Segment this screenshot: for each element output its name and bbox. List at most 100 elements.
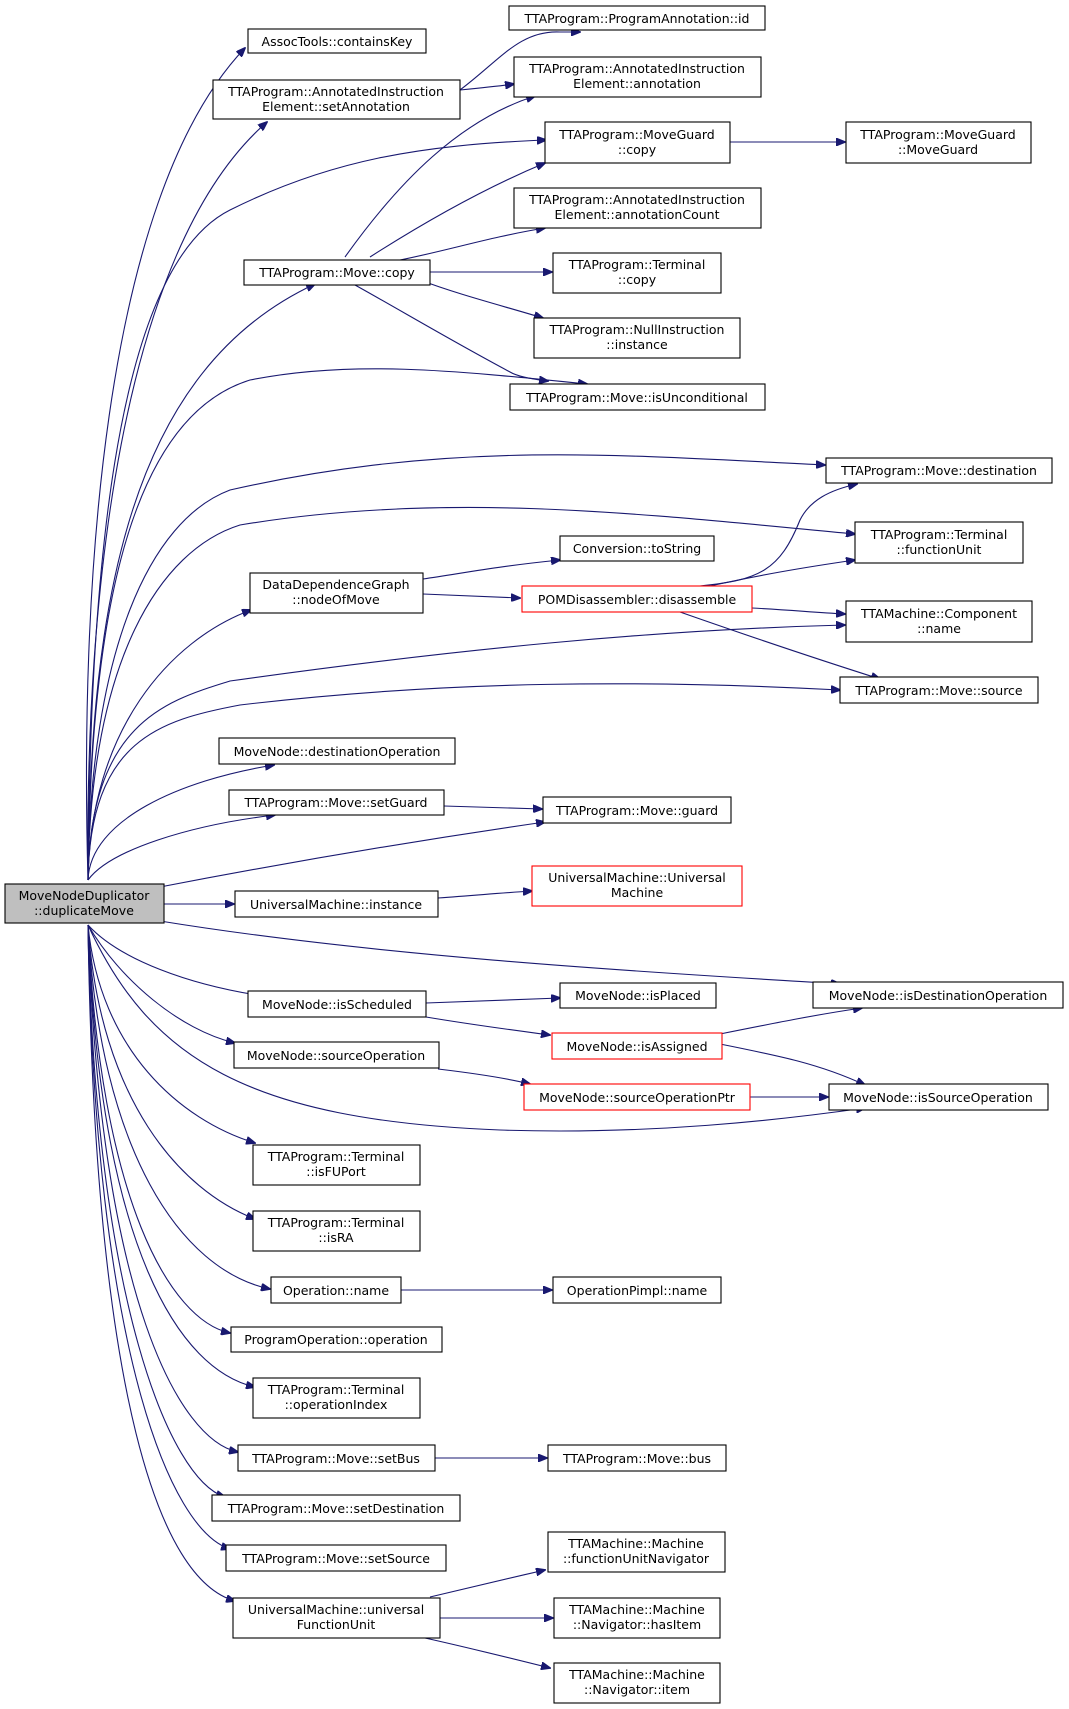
node-navItem-line2: ::Navigator::item (584, 1682, 690, 1697)
node-annotation-line1: TTAProgram::AnnotatedInstruction (528, 61, 745, 76)
edge-isScheduled-isAssigned (425, 1016, 550, 1035)
edge-root-isScheduled (87, 924, 263, 996)
node-setDestination[interactable]: TTAProgram::Move::setDestination (211, 1494, 461, 1522)
node-isScheduled[interactable]: MoveNode::isScheduled (247, 990, 427, 1018)
edge-disassemble-destination (699, 484, 857, 587)
node-fuNavigator[interactable]: TTAMachine::Machine ::functionUnitNaviga… (547, 1531, 726, 1573)
edge-nodeOfMove-disassemble (422, 593, 520, 598)
edge-root-isUnconditional (87, 368, 587, 881)
node-disassemble[interactable]: POMDisassembler::disassemble (521, 585, 753, 613)
node-isFUPort[interactable]: TTAProgram::Terminal ::isFUPort (252, 1144, 421, 1186)
node-hasItem-line1: TTAMachine::Machine (568, 1602, 705, 1617)
edge-root-isFUPort (87, 924, 255, 1143)
edge-root-setDestination (87, 924, 225, 1497)
edge-disassemble-functionUnit (704, 560, 855, 588)
edge-root-setAnnotation (87, 122, 267, 881)
edge-root-sourceOp (87, 924, 235, 1043)
node-opName[interactable]: Operation::name (270, 1276, 402, 1304)
node-toString-label: Conversion::toString (573, 541, 701, 556)
node-destOp[interactable]: MoveNode::destinationOperation (218, 737, 456, 765)
edge-moveCopy-nullInstr (419, 279, 543, 318)
node-terminalCopy-line1: TTAProgram::Terminal (568, 257, 706, 272)
edge-sourceOp-sourceOpPtr (437, 1068, 530, 1084)
node-setBus-label: TTAProgram::Move::setBus (251, 1451, 420, 1466)
node-destination[interactable]: TTAProgram::Move::destination (825, 457, 1053, 484)
edge-root-setBus (87, 924, 238, 1452)
node-isRA[interactable]: TTAProgram::Terminal ::isRA (252, 1210, 421, 1252)
node-functionUnit[interactable]: TTAProgram::Terminal ::functionUnit (854, 521, 1024, 564)
node-root-duplicateMove[interactable]: MoveNodeDuplicator ::duplicateMove (4, 883, 165, 924)
node-annotationCount[interactable]: TTAProgram::AnnotatedInstruction Element… (513, 187, 762, 229)
node-pimplName[interactable]: OperationPimpl::name (552, 1276, 722, 1304)
node-isDestOp[interactable]: MoveNode::isDestinationOperation (812, 981, 1064, 1009)
node-setGuard[interactable]: TTAProgram::Move::setGuard (228, 789, 445, 816)
node-moveCopy[interactable]: TTAProgram::Move::copy (243, 259, 431, 286)
node-source[interactable]: TTAProgram::Move::source (839, 676, 1039, 704)
node-umCtor[interactable]: UniversalMachine::Universal Machine (531, 865, 743, 907)
node-bus[interactable]: TTAProgram::Move::bus (547, 1444, 727, 1472)
node-navItem[interactable]: TTAMachine::Machine ::Navigator::item (553, 1662, 721, 1704)
node-annId[interactable]: TTAProgram::ProgramAnnotation::id (508, 5, 766, 31)
node-componentName-line1: TTAMachine::Component (860, 606, 1017, 621)
node-isFUPort-line1: TTAProgram::Terminal (267, 1149, 405, 1164)
node-setSource[interactable]: TTAProgram::Move::setSource (225, 1544, 447, 1572)
edge-isAssigned-isDestOp (719, 1008, 862, 1035)
node-isDestOp-label: MoveNode::isDestinationOperation (829, 988, 1048, 1003)
node-nullInstr[interactable]: TTAProgram::NullInstruction ::instance (533, 317, 741, 359)
node-isUnconditional[interactable]: TTAProgram::Move::isUnconditional (509, 383, 766, 411)
edge-isScheduled-isPlaced (425, 998, 560, 1004)
node-isSourceOp[interactable]: MoveNode::isSourceOperation (828, 1083, 1049, 1111)
node-setBus[interactable]: TTAProgram::Move::setBus (237, 1444, 436, 1472)
node-universalFU[interactable]: UniversalMachine::universal FunctionUnit (232, 1597, 441, 1639)
node-nullInstr-line1: TTAProgram::NullInstruction (549, 322, 725, 337)
node-isUnconditional-label: TTAProgram::Move::isUnconditional (525, 390, 748, 405)
node-functionUnit-line2: ::functionUnit (897, 542, 982, 557)
node-componentName-line2: ::name (917, 621, 961, 636)
node-setAnnotation[interactable]: TTAProgram::AnnotatedInstruction Element… (212, 79, 461, 120)
node-isAssigned-label: MoveNode::isAssigned (566, 1039, 707, 1054)
node-annotation[interactable]: TTAProgram::AnnotatedInstruction Element… (513, 56, 762, 98)
node-setAnnotation-line2: Element::setAnnotation (262, 99, 410, 114)
node-setAnnotation-line1: TTAProgram::AnnotatedInstruction (227, 84, 444, 99)
node-isPlaced[interactable]: MoveNode::isPlaced (559, 982, 717, 1009)
node-sourceOpPtr[interactable]: MoveNode::sourceOperationPtr (523, 1083, 751, 1111)
node-guardCopy[interactable]: TTAProgram::MoveGuard ::copy (544, 121, 731, 164)
edge-root-containsKey (85, 48, 245, 881)
node-moveGuardCtor[interactable]: TTAProgram::MoveGuard ::MoveGuard (845, 121, 1032, 164)
node-setDestination-label: TTAProgram::Move::setDestination (227, 1501, 445, 1516)
node-progOp[interactable]: ProgramOperation::operation (230, 1326, 443, 1353)
node-root-line2: ::duplicateMove (34, 903, 134, 918)
node-nodeOfMove-line1: DataDependenceGraph (262, 577, 409, 592)
node-componentName[interactable]: TTAMachine::Component ::name (845, 600, 1033, 643)
edge-root-source (87, 683, 840, 881)
node-functionUnit-line1: TTAProgram::Terminal (870, 527, 1008, 542)
node-terminalCopy-line2: ::copy (618, 272, 657, 287)
node-isAssigned[interactable]: MoveNode::isAssigned (551, 1032, 723, 1060)
node-moveCopy-label: TTAProgram::Move::copy (258, 265, 415, 280)
node-containsKey[interactable]: AssocTools::containsKey (247, 28, 427, 54)
edge-setAnnotation-annotation (459, 84, 514, 91)
node-opIndex-line2: ::operationIndex (285, 1397, 388, 1412)
edge-root-isDestOp (159, 920, 840, 984)
node-umInstance[interactable]: UniversalMachine::instance (234, 890, 439, 918)
node-opIndex-line1: TTAProgram::Terminal (267, 1382, 405, 1397)
node-setSource-label: TTAProgram::Move::setSource (241, 1551, 430, 1566)
node-moveGuardCtor-line2: ::MoveGuard (898, 142, 978, 157)
edge-universalFU-navItem (424, 1637, 550, 1668)
node-annotation-line2: Element::annotation (573, 76, 701, 91)
node-umCtor-line1: UniversalMachine::Universal (548, 870, 726, 885)
node-sourceOp[interactable]: MoveNode::sourceOperation (233, 1041, 440, 1069)
node-guard[interactable]: TTAProgram::Move::guard (542, 796, 732, 824)
node-hasItem[interactable]: TTAMachine::Machine ::Navigator::hasItem (553, 1597, 721, 1639)
node-universalFU-line1: UniversalMachine::universal (248, 1602, 424, 1617)
edge-root-isRA (87, 924, 255, 1219)
node-toString[interactable]: Conversion::toString (559, 535, 715, 562)
node-annId-label: TTAProgram::ProgramAnnotation::id (524, 11, 750, 26)
node-source-label: TTAProgram::Move::source (854, 683, 1023, 698)
edge-root-setSource (87, 924, 230, 1549)
node-opIndex[interactable]: TTAProgram::Terminal ::operationIndex (252, 1377, 421, 1419)
node-terminalCopy[interactable]: TTAProgram::Terminal ::copy (552, 252, 722, 294)
node-sourceOp-label: MoveNode::sourceOperation (247, 1048, 425, 1063)
node-nodeOfMove[interactable]: DataDependenceGraph ::nodeOfMove (249, 572, 424, 614)
edge-root-destOp (87, 765, 274, 881)
